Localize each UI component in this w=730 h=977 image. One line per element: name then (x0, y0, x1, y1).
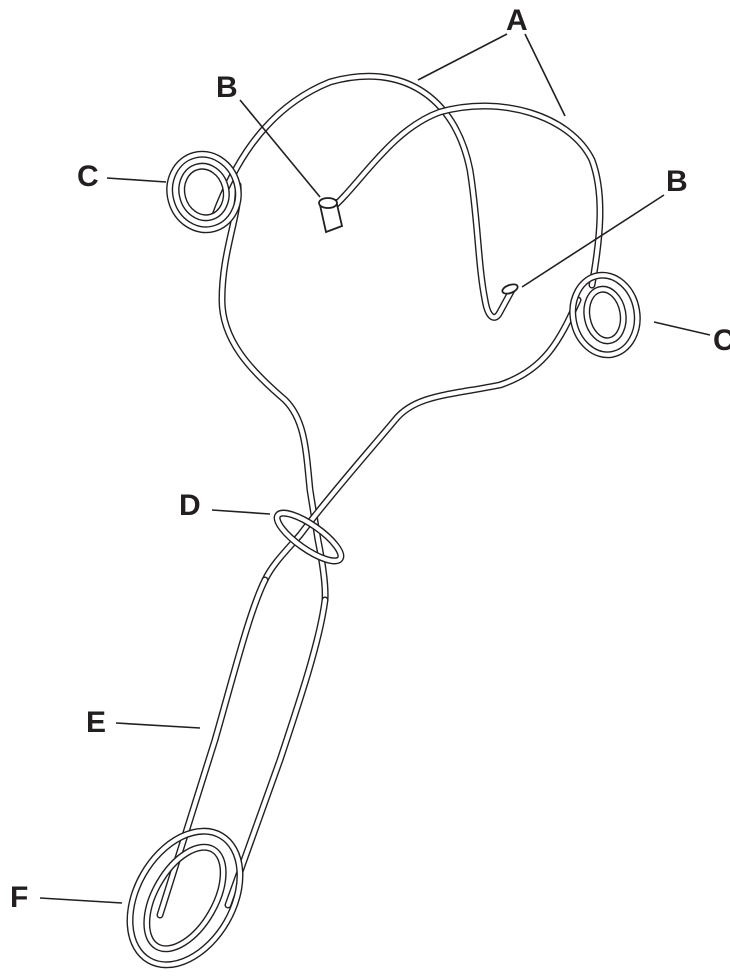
leader-A-right (525, 34, 565, 116)
wire-left-side (222, 185, 325, 600)
leader-F (40, 898, 122, 903)
label-D: D (179, 489, 201, 522)
leader-A-left (418, 34, 507, 80)
labels: A B B C C D E F (10, 4, 730, 914)
right-loop (567, 270, 644, 360)
leader-D (212, 510, 270, 514)
tip-right (501, 283, 519, 296)
wire-arch-back (330, 106, 600, 285)
label-C-left: C (77, 160, 99, 193)
wire-right-side (265, 300, 578, 580)
leader-C-right (654, 322, 710, 335)
label-B-left: B (216, 71, 238, 104)
wire-arch-front (215, 76, 512, 317)
label-C-right: C (713, 324, 730, 357)
wire-eye-loop (107, 812, 262, 977)
leader-E (116, 723, 200, 728)
label-F: F (10, 881, 28, 914)
label-E: E (86, 706, 106, 739)
label-A: A (506, 4, 528, 37)
wire-frame (107, 76, 643, 977)
label-B-right: B (666, 165, 688, 198)
leader-C-left (107, 178, 166, 182)
